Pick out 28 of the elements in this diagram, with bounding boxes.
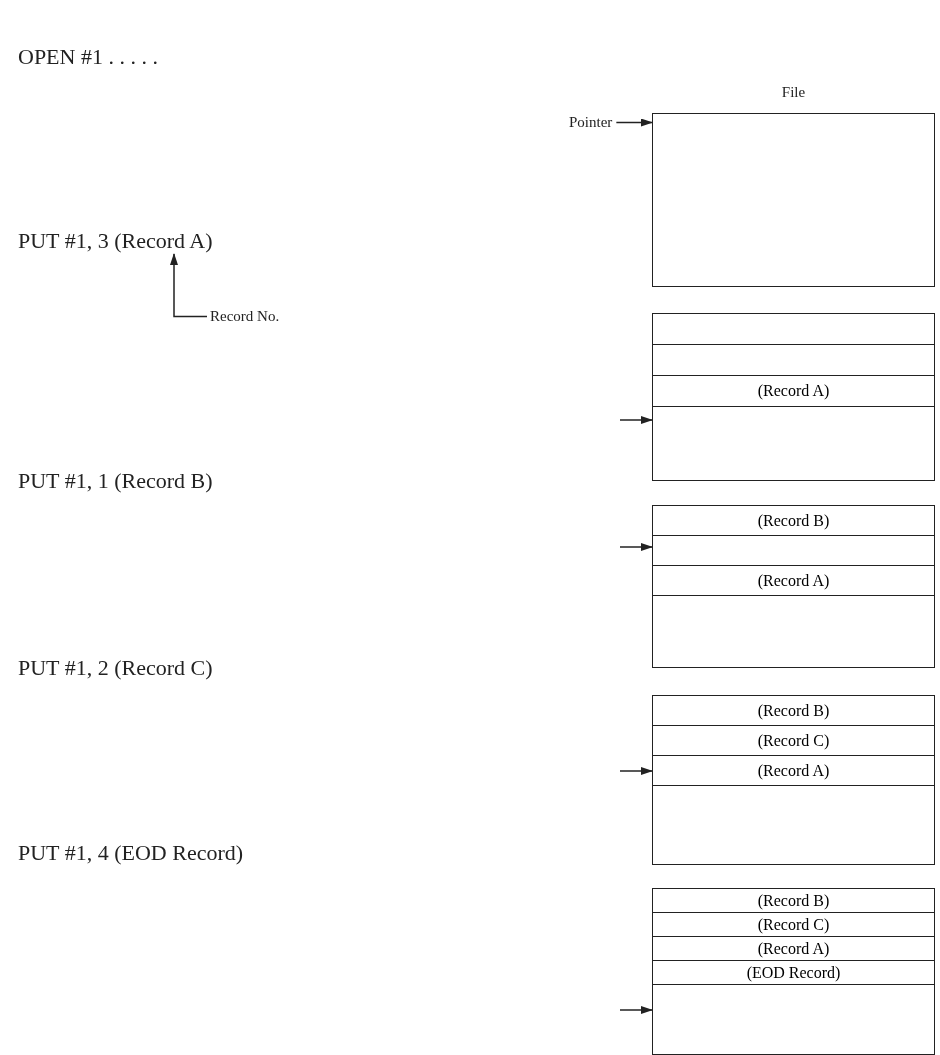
record-row: (Record C) — [653, 913, 934, 937]
command-text: PUT #1, 4 (EOD Record) — [18, 840, 244, 866]
pointer-arrow — [619, 767, 653, 775]
record-row: (Record A) — [653, 937, 934, 961]
record-row: (Record B) — [653, 889, 934, 913]
record-row: (Record B) — [653, 506, 934, 536]
text-label: Record No. — [210, 308, 280, 325]
command-text: PUT #1, 2 (Record C) — [18, 655, 213, 681]
record-row: (Record C) — [653, 726, 934, 756]
command-text: PUT #1, 1 (Record B) — [18, 468, 213, 494]
file-box — [652, 888, 935, 1055]
file-box — [652, 313, 935, 481]
record-row: (Record A) — [653, 376, 934, 407]
file-box — [652, 695, 935, 865]
pointer-arrow — [619, 543, 653, 551]
file-box — [652, 505, 935, 668]
command-text: OPEN #1 . . . . . — [18, 44, 158, 70]
pointer-arrow — [615, 118, 653, 127]
pointer-arrow — [619, 1006, 653, 1014]
command-text: PUT #1, 3 (Record A) — [18, 228, 213, 254]
pointer-arrow — [170, 253, 208, 318]
record-row: (Record A) — [653, 566, 934, 596]
text-label: Pointer — [569, 114, 613, 131]
record-row: (Record B) — [653, 696, 934, 726]
record-row: (EOD Record) — [653, 961, 934, 985]
pointer-arrow — [619, 416, 653, 424]
record-row: (Record A) — [653, 756, 934, 786]
file-heading: File — [781, 84, 806, 101]
